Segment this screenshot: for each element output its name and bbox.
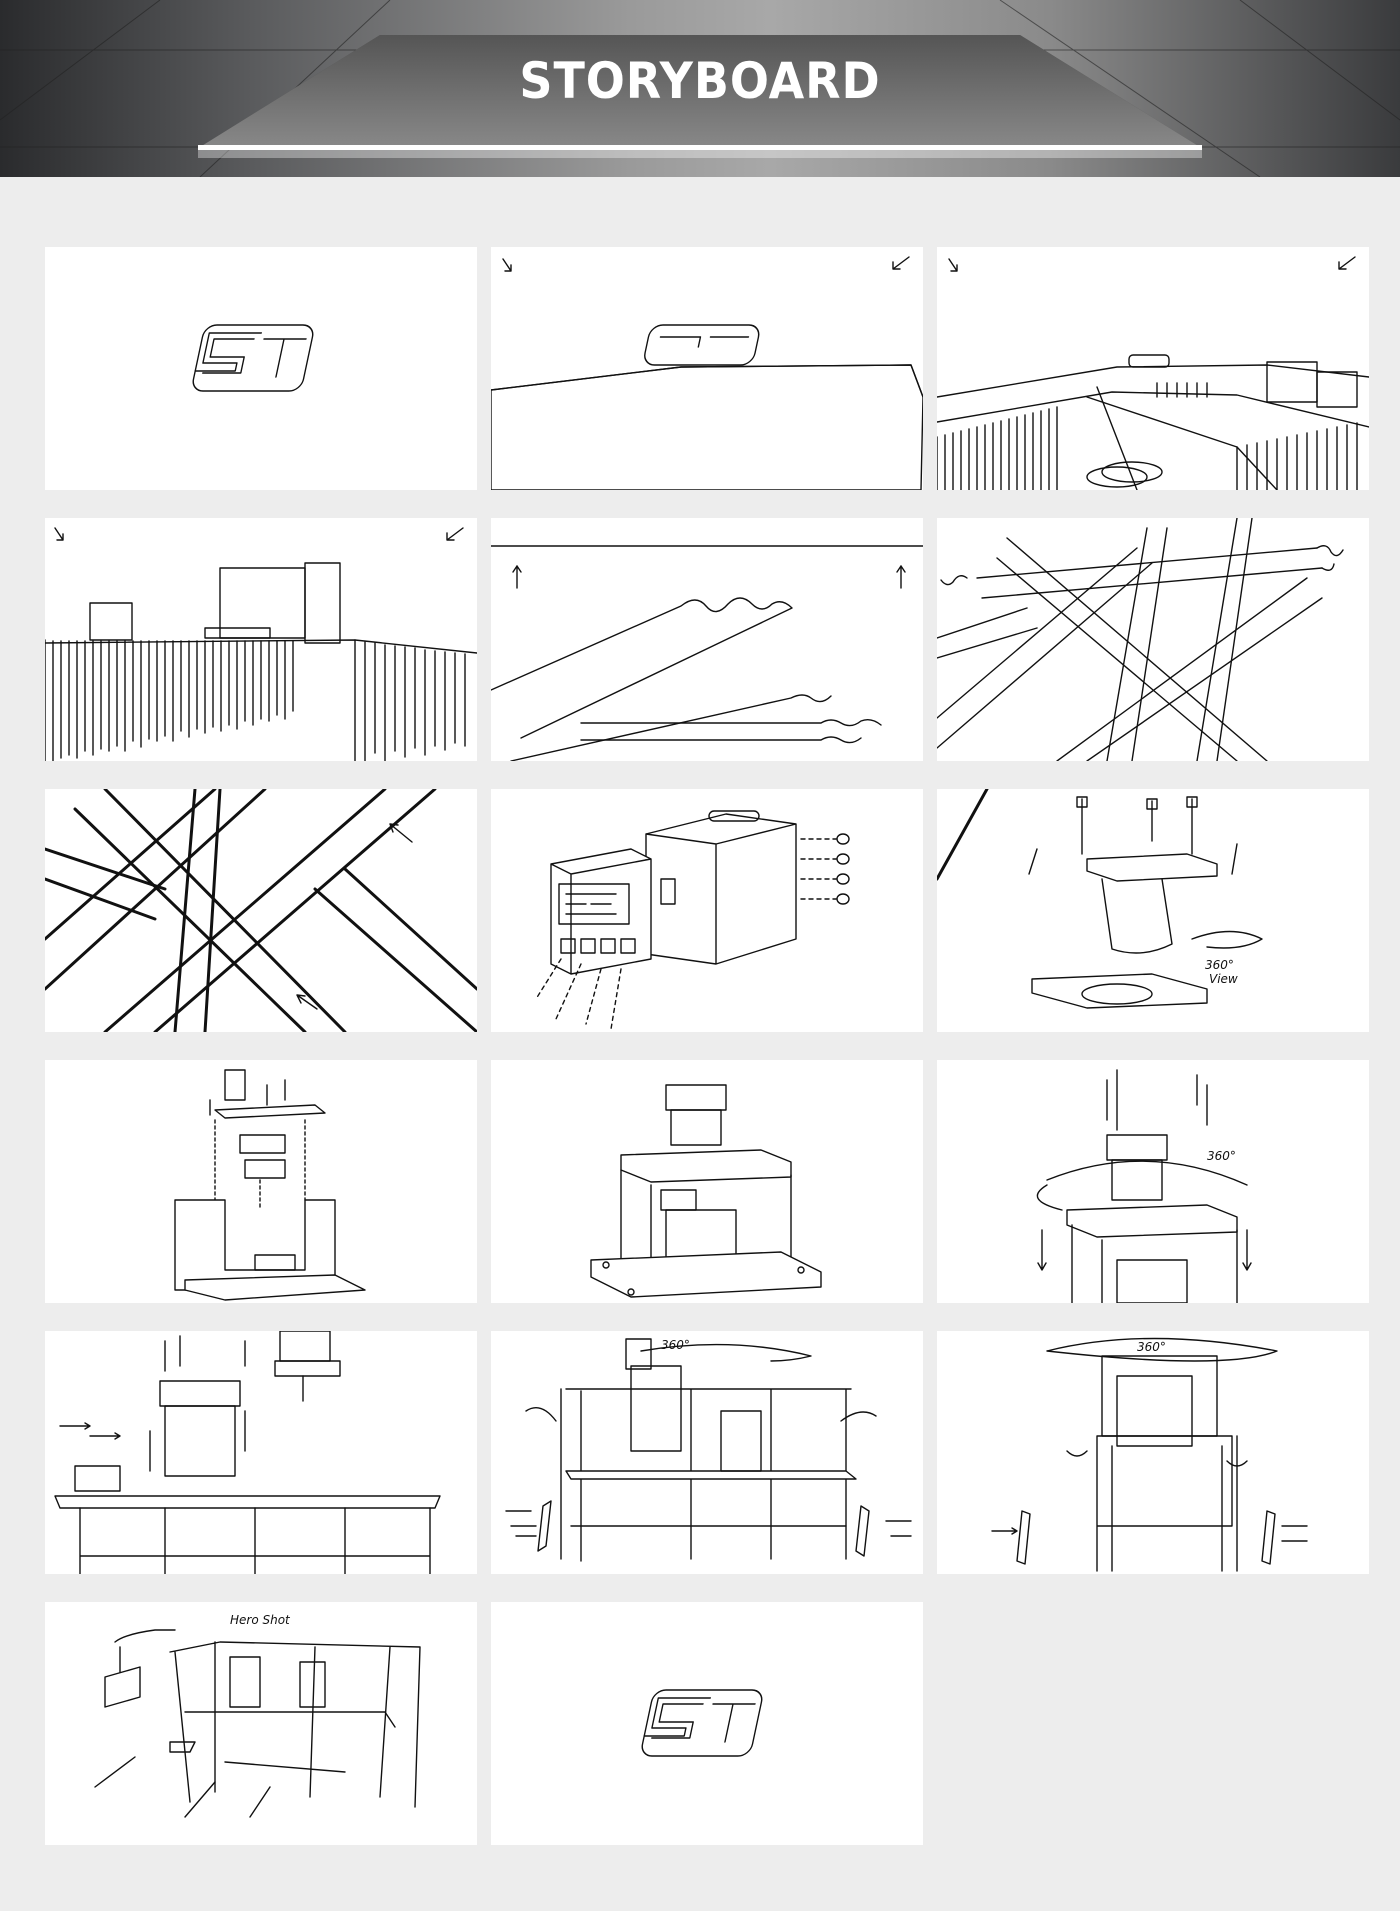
storyboard-panel-7 xyxy=(45,789,477,1032)
annotation-360: 360° xyxy=(1207,1149,1236,1163)
control-box-sketch xyxy=(535,810,850,1030)
hero-shot-sketch: Hero Shot xyxy=(94,1613,421,1818)
arrow-icon xyxy=(1338,256,1356,270)
arrow-icon xyxy=(892,256,910,270)
arrow-icon xyxy=(502,258,512,272)
arrow-icon xyxy=(54,527,64,541)
arrow-icon xyxy=(389,823,413,843)
storyboard-panel-9: 360° View xyxy=(937,789,1369,1032)
storyboard-panel-16: Hero Shot xyxy=(45,1602,477,1845)
storyboard-panel-2 xyxy=(491,247,923,490)
storyboard-panel-15: 360° xyxy=(937,1331,1369,1574)
page-title: STORYBOARD xyxy=(519,52,881,110)
annotation-view: View xyxy=(1209,972,1238,986)
press-exploded-sketch xyxy=(174,1069,366,1301)
storyboard-panel-5 xyxy=(491,518,923,761)
logo-end-sketch xyxy=(641,1689,763,1757)
frame-structure-sketch xyxy=(937,518,1344,761)
frame-beams-sketch xyxy=(491,545,923,761)
press-rotate-sketch: 360° xyxy=(1036,1069,1252,1303)
logo-sketch xyxy=(192,324,314,392)
annotation-hero-shot: Hero Shot xyxy=(230,1613,291,1627)
storyboard-panel-4 xyxy=(45,518,477,761)
storyboard-panel-11 xyxy=(491,1060,923,1303)
machine-top-sketch xyxy=(937,256,1369,490)
table-assembly-sketch xyxy=(54,1331,441,1574)
cell-rotate-sketch: 360° xyxy=(505,1338,912,1562)
press-assembled-sketch xyxy=(590,1084,822,1298)
storyboard-panel-8 xyxy=(491,789,923,1032)
storyboard-header: STORYBOARD xyxy=(0,0,1400,177)
annotation-360: 360° xyxy=(1205,958,1234,972)
arrow-icon xyxy=(512,565,522,589)
storyboard-panel-12: 360° xyxy=(937,1060,1369,1303)
storyboard-panel-10 xyxy=(45,1060,477,1303)
annotation-360: 360° xyxy=(1137,1340,1166,1354)
storyboard-panel-3 xyxy=(937,247,1369,490)
storyboard-panel-1 xyxy=(45,247,477,490)
cylinder-exploded-sketch: 360° View xyxy=(937,789,1263,1009)
storyboard-panel-17 xyxy=(491,1602,923,1845)
cell-front-rotate-sketch: 360° xyxy=(991,1337,1308,1572)
arrow-icon xyxy=(948,258,958,272)
arrow-icon xyxy=(296,994,318,1010)
glow-line xyxy=(198,145,1202,150)
machine-side-sketch xyxy=(45,527,477,761)
annotation-360: 360° xyxy=(661,1338,690,1352)
frame-closeup-sketch xyxy=(45,789,477,1032)
arrow-icon xyxy=(896,565,906,589)
storyboard-panel-14: 360° xyxy=(491,1331,923,1574)
storyboard-panel-13 xyxy=(45,1331,477,1574)
header-background xyxy=(0,0,1400,177)
logo-plane-sketch xyxy=(491,256,923,490)
arrow-icon xyxy=(446,527,464,541)
storyboard-panel-6 xyxy=(937,518,1369,761)
